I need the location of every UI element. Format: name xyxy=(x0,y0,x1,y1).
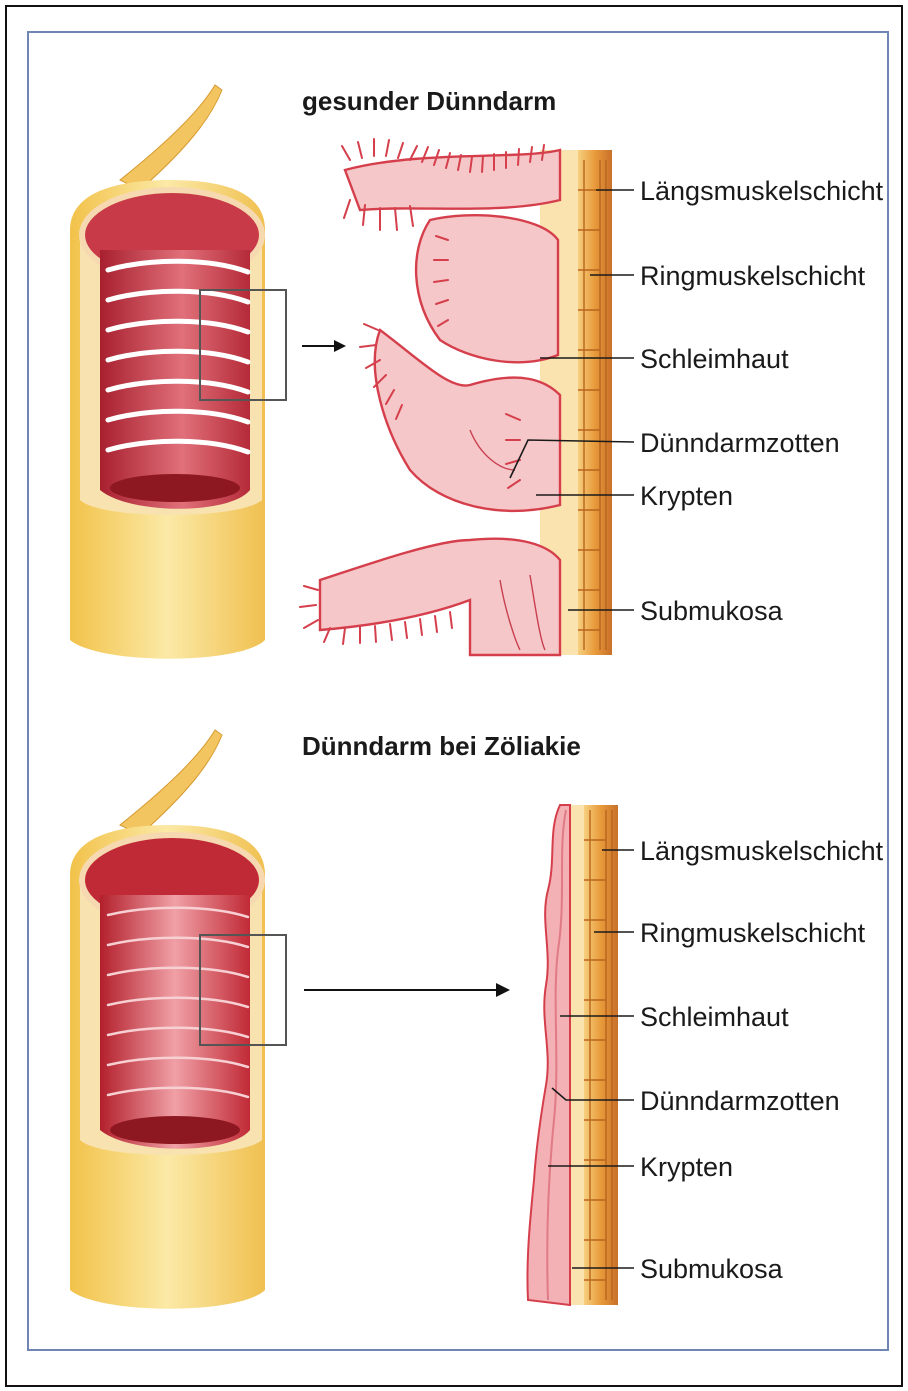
celiac-label-schleimhaut: Schleimhaut xyxy=(640,1002,789,1032)
healthy-title: gesunder Dünndarm xyxy=(302,86,556,116)
celiac-label-duenndarmzotten: Dünndarmzotten xyxy=(640,1086,840,1116)
celiac-label-laengsmuskelschicht: Längsmuskelschicht xyxy=(640,836,884,866)
healthy-label-krypten: Krypten xyxy=(640,481,733,511)
healthy-label-schleimhaut: Schleimhaut xyxy=(640,344,789,374)
celiac-label-submukosa: Submukosa xyxy=(640,1254,784,1284)
celiac-label-ringmuskelschicht: Ringmuskelschicht xyxy=(640,918,866,948)
healthy-label-ringmuskelschicht: Ringmuskelschicht xyxy=(640,261,866,291)
healthy-label-duenndarmzotten: Dünndarmzotten xyxy=(640,428,840,458)
healthy-label-laengsmuskelschicht: Längsmuskelschicht xyxy=(640,176,884,206)
celiac-label-krypten: Krypten xyxy=(640,1152,733,1182)
healthy-label-submukosa: Submukosa xyxy=(640,596,784,626)
celiac-title: Dünndarm bei Zöliakie xyxy=(302,731,581,761)
